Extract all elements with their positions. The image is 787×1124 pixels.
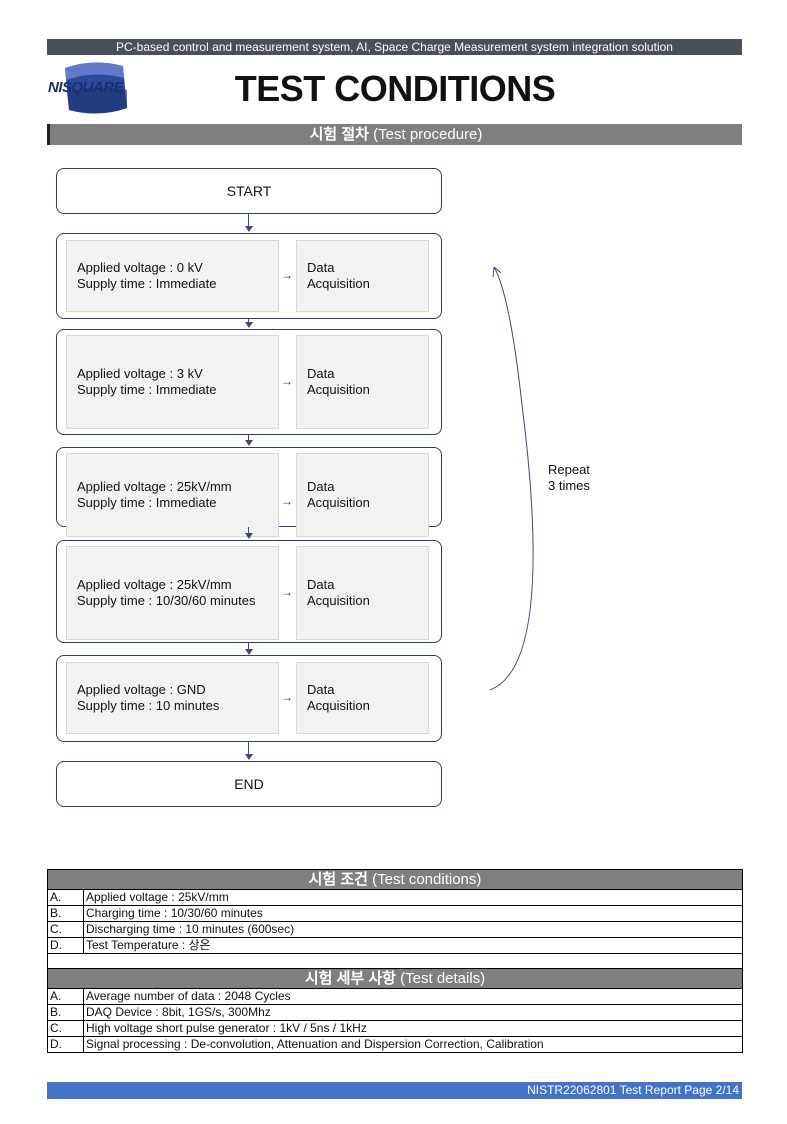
connector-arrow [245,226,253,232]
row-text: DAQ Device : 8bit, 1GS/s, 300Mhz [83,1004,743,1021]
section-heading-details: 시험 세부 사항 (Test details) [47,968,743,989]
table-row: C. Discharging time : 10 minutes (600sec… [47,921,743,938]
acquisition-label: Acquisition [307,495,370,510]
end-box: END [56,761,442,807]
step-params-5: Applied voltage : GND Supply time : 10 m… [66,662,279,734]
header-tagline: PC-based control and measurement system,… [47,39,742,55]
row-text: Signal processing : De-convolution, Atte… [83,1036,743,1053]
acquisition-label: Acquisition [307,276,370,291]
row-index: A. [47,889,84,906]
supply-time-text: Supply time : Immediate [77,495,217,510]
blank-row [47,953,743,969]
repeat-curve-arrow-icon [489,266,534,691]
table-row: D. Signal processing : De-convolution, A… [47,1036,743,1053]
page-title: TEST CONDITIONS [234,68,556,109]
connector-line [248,643,249,651]
connector-arrow [245,322,253,328]
row-index: A. [47,988,84,1005]
row-text: Test Temperature : 상온 [83,937,743,954]
data-acquisition-3: Data Acquisition [296,453,429,537]
step-params-2: Applied voltage : 3 kV Supply time : Imm… [66,335,279,429]
row-index: C. [47,1020,84,1037]
heading-en: (Test procedure) [373,126,483,143]
row-index: B. [47,1004,84,1021]
start-box: START [56,168,442,214]
row-text: Charging time : 10/30/60 minutes [83,905,743,922]
data-label: Data [307,260,335,275]
acquisition-label: Acquisition [307,382,370,397]
connector-arrow [245,754,253,760]
right-arrow-icon: → [281,690,293,704]
section-heading-procedure: 시험 절차 (Test procedure) [47,124,742,145]
repeat-label: Repeat 3 times [548,462,590,494]
connector-line [248,742,249,756]
data-acquisition-2: Data Acquisition [296,335,429,429]
supply-time-text: Supply time : Immediate [77,382,217,397]
step-params-3: Applied voltage : 25kV/mm Supply time : … [66,453,279,537]
supply-time-text: Supply time : 10/30/60 minutes [77,593,256,608]
heading-ko: 시험 조건 [308,871,368,888]
connector-arrow [245,440,253,446]
connector-arrow [245,533,253,539]
repeat-line-2: 3 times [548,478,590,493]
voltage-text: Applied voltage : 25kV/mm [77,577,232,592]
row-text: Applied voltage : 25kV/mm [83,889,743,906]
data-label: Data [307,479,335,494]
heading-ko: 시험 세부 사항 [304,970,396,987]
step-params-1: Applied voltage : 0 kV Supply time : Imm… [66,240,279,312]
supply-time-text: Supply time : 10 minutes [77,698,220,713]
voltage-text: Applied voltage : 0 kV [77,260,203,275]
section-heading-conditions: 시험 조건 (Test conditions) [47,869,743,890]
table-row: B. Charging time : 10/30/60 minutes [47,905,743,922]
data-acquisition-1: Data Acquisition [296,240,429,312]
row-index: D. [47,937,84,954]
data-acquisition-5: Data Acquisition [296,662,429,734]
acquisition-label: Acquisition [307,698,370,713]
footer-page-info: NISTR22062801 Test Report Page 2/14 [47,1082,742,1099]
table-row: C. High voltage short pulse generator : … [47,1020,743,1037]
start-label: START [226,183,272,199]
voltage-text: Applied voltage : 25kV/mm [77,479,232,494]
connector-line [248,527,249,535]
right-arrow-icon: → [281,585,293,599]
right-arrow-icon: → [281,268,293,282]
right-arrow-icon: → [281,494,293,508]
row-text: Discharging time : 10 minutes (600sec) [83,921,743,938]
heading-ko: 시험 절차 [309,126,369,143]
row-text: High voltage short pulse generator : 1kV… [83,1020,743,1037]
step-params-4: Applied voltage : 25kV/mm Supply time : … [66,546,279,640]
row-index: D. [47,1036,84,1053]
end-label: END [234,776,264,792]
table-row: A. Applied voltage : 25kV/mm [47,889,743,906]
connector-line [248,214,249,228]
data-label: Data [307,366,335,381]
conditions-table: 시험 조건 (Test conditions) A. Applied volta… [47,869,743,1053]
heading-en: (Test conditions) [372,871,482,888]
voltage-text: Applied voltage : 3 kV [77,366,203,381]
right-arrow-icon: → [281,374,293,388]
supply-time-text: Supply time : Immediate [77,276,217,291]
repeat-line-1: Repeat [548,462,590,477]
table-row: D. Test Temperature : 상온 [47,937,743,954]
data-label: Data [307,682,335,697]
voltage-text: Applied voltage : GND [77,682,206,697]
row-index: C. [47,921,84,938]
connector-arrow [245,649,253,655]
nisquare-logo [65,62,127,114]
logo-text: NISQUARE [48,79,124,96]
heading-en: (Test details) [400,970,486,987]
table-row: A. Average number of data : 2048 Cycles [47,988,743,1005]
connector-line [248,319,249,324]
acquisition-label: Acquisition [307,593,370,608]
table-row: B. DAQ Device : 8bit, 1GS/s, 300Mhz [47,1004,743,1021]
row-index: B. [47,905,84,922]
data-label: Data [307,577,335,592]
row-text: Average number of data : 2048 Cycles [83,988,743,1005]
data-acquisition-4: Data Acquisition [296,546,429,640]
connector-line [248,435,249,442]
